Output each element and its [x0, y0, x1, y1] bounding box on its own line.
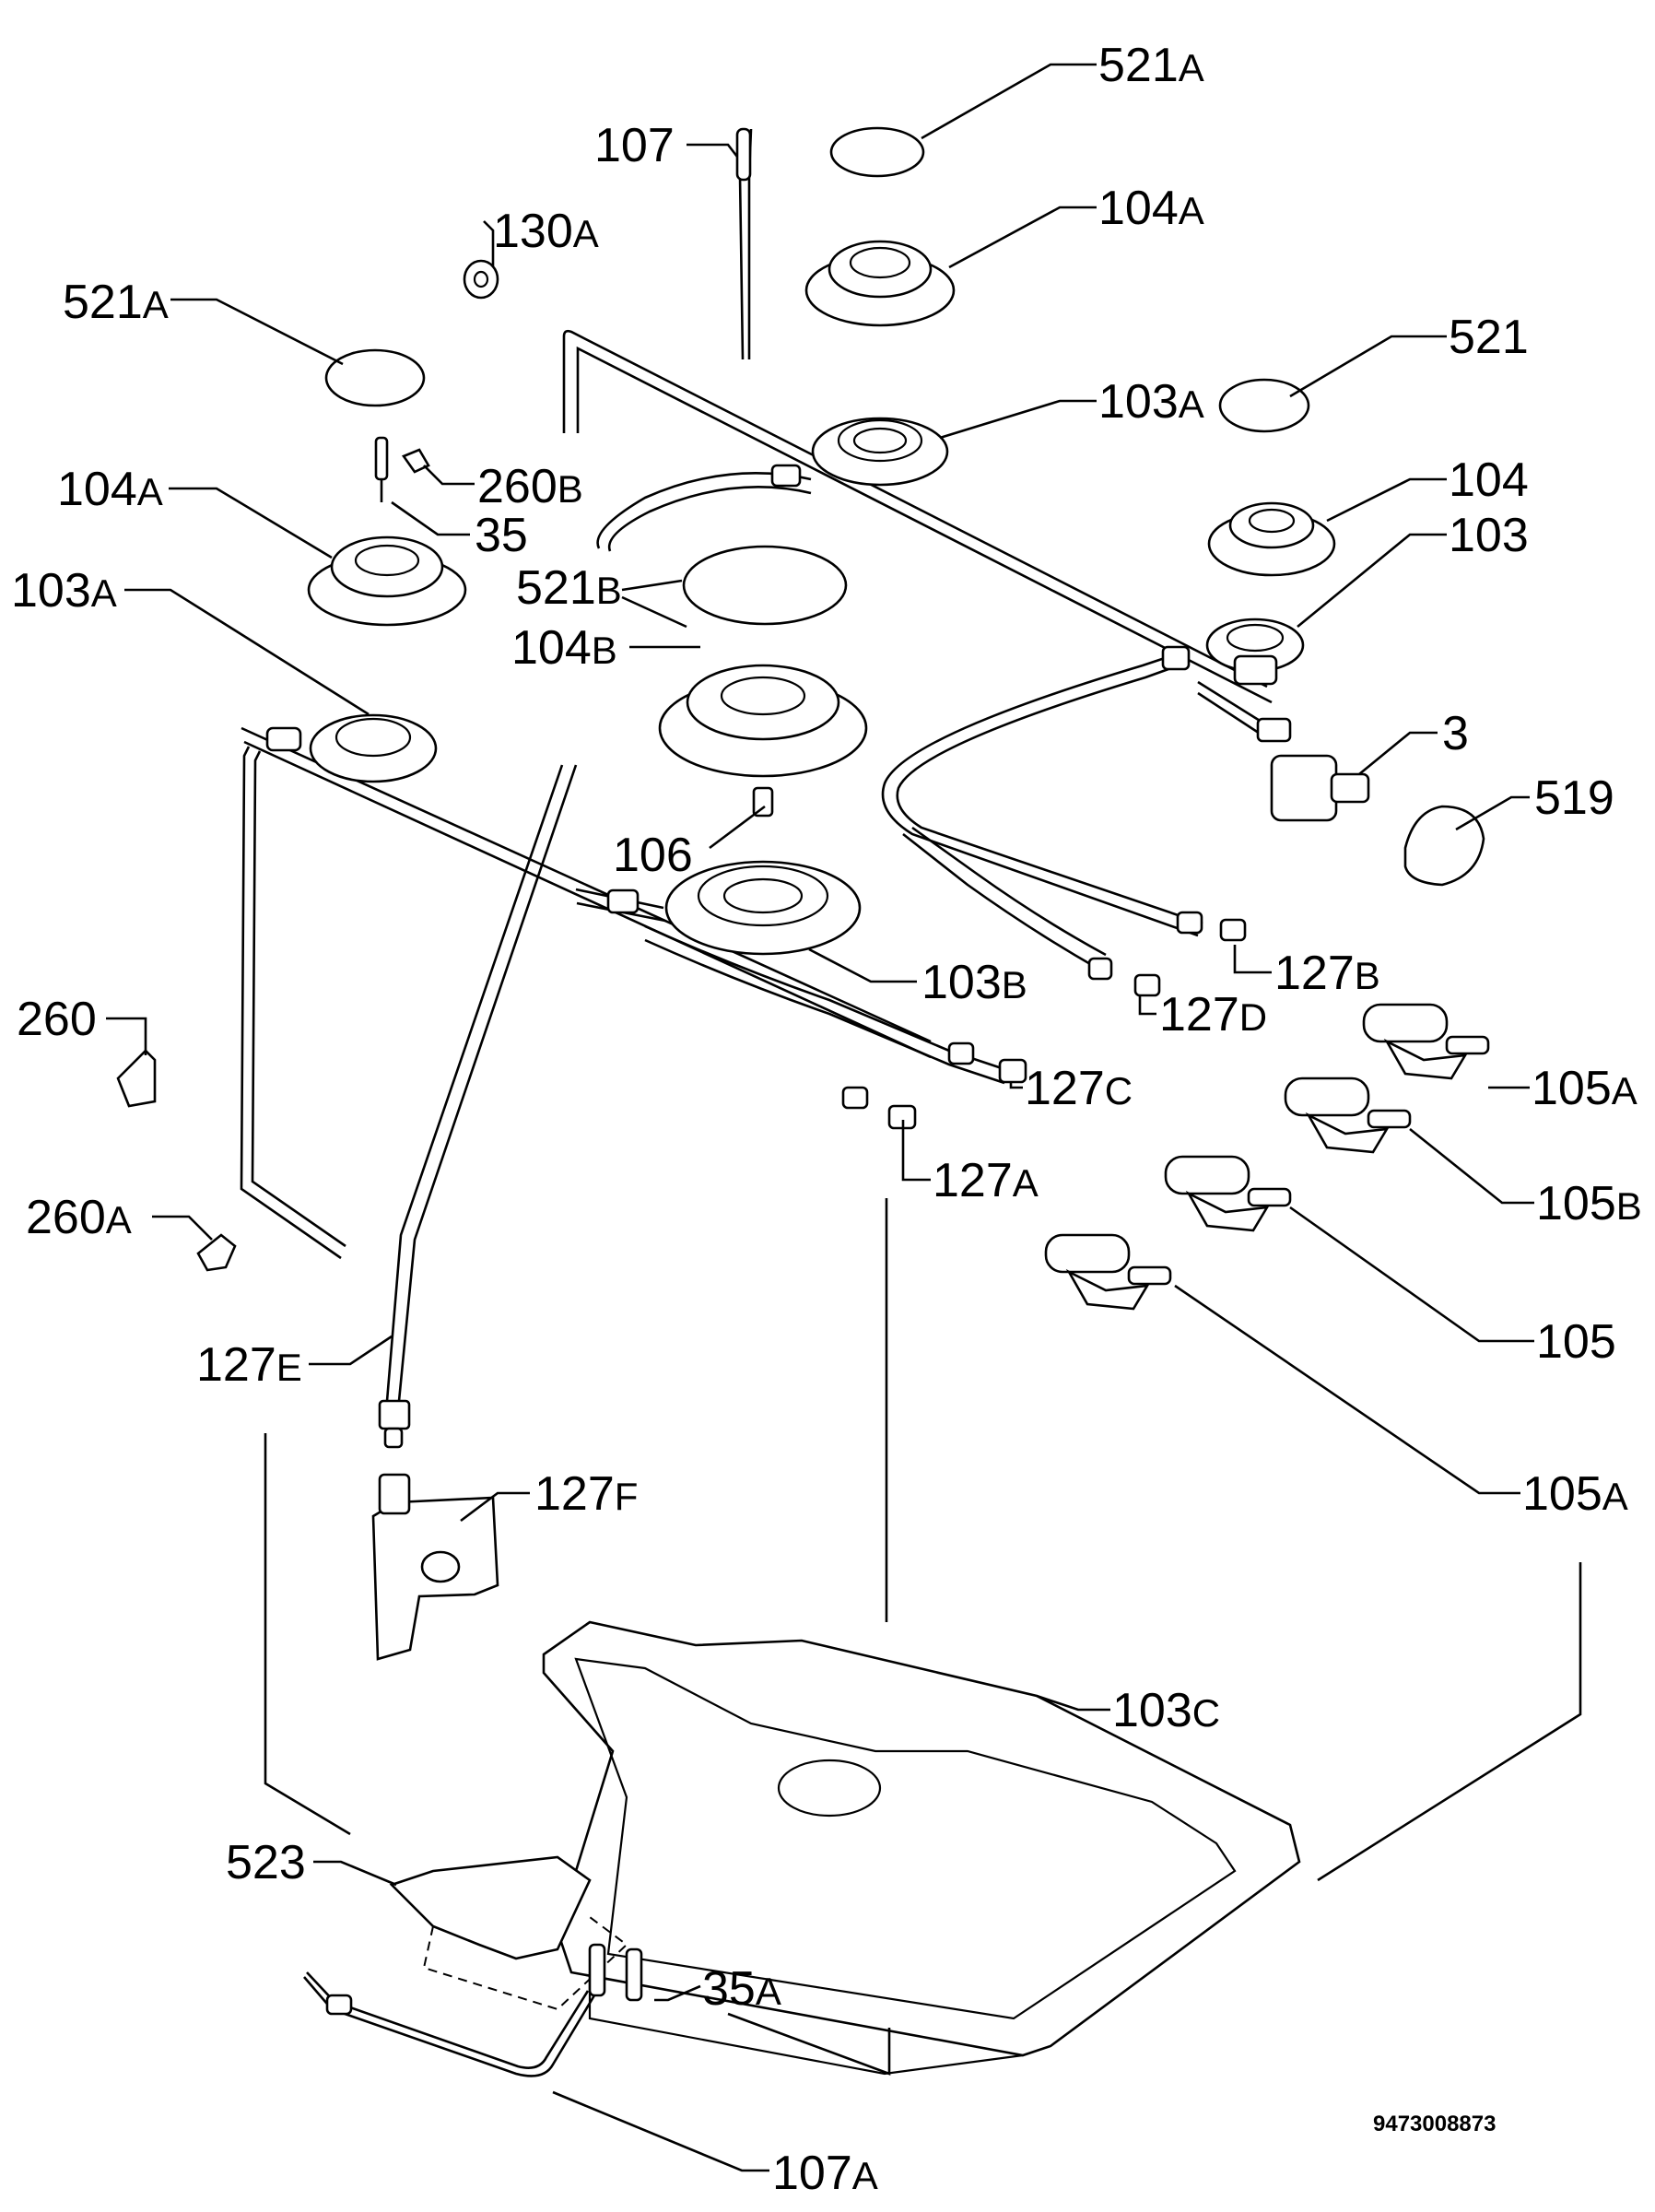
callout-103b: 103B	[921, 956, 1027, 1009]
clip-260a	[196, 1233, 237, 1272]
plate-519	[1403, 805, 1485, 887]
callout-105b: 105B	[1536, 1177, 1642, 1230]
gas-tap-105b	[1284, 1077, 1412, 1154]
callout-107: 107	[594, 119, 675, 172]
callout-105a-top: 105A	[1532, 1062, 1637, 1115]
callout-127a: 127A	[933, 1154, 1039, 1207]
callout-521a-left: 521A	[63, 276, 169, 329]
nut-130a	[463, 259, 499, 300]
drawing-number: 9473008873	[1373, 2112, 1496, 2136]
spark-plug-35	[374, 436, 430, 502]
cap-521a-left	[324, 348, 426, 407]
assembly-guide-lines	[264, 1198, 1582, 2076]
ignition-block-523	[389, 1855, 628, 2011]
thermocouple-107	[735, 127, 753, 360]
callout-104b: 104B	[511, 621, 617, 675]
bracket-127f	[371, 1473, 499, 1661]
thermocouple-107a	[303, 1971, 596, 2077]
callout-127b: 127B	[1274, 947, 1380, 1000]
callout-103c: 103C	[1112, 1684, 1220, 1737]
callout-130a: 130A	[493, 205, 599, 258]
parts-drawing	[116, 126, 1582, 2077]
leader-lines	[106, 63, 1534, 2172]
callout-35: 35	[475, 509, 528, 562]
safety-valve-3	[1197, 680, 1370, 822]
gas-tap-105	[1164, 1155, 1292, 1232]
callout-107a: 107A	[772, 2147, 878, 2200]
callout-127c: 127C	[1025, 1062, 1133, 1115]
callout-105a-bottom: 105A	[1522, 1467, 1628, 1521]
callout-3: 3	[1442, 707, 1469, 760]
callout-labels: 521A 107 104A 130A 521A 521 103A 260B 10…	[11, 39, 1642, 2200]
callout-103: 103	[1449, 509, 1529, 562]
callout-521: 521	[1449, 311, 1529, 364]
callout-103a-top: 103A	[1098, 375, 1204, 429]
callout-127f: 127F	[534, 1467, 638, 1521]
burner-right	[1205, 378, 1336, 686]
callout-260: 260	[17, 993, 97, 1046]
base-plate-103c	[542, 1620, 1301, 2076]
gas-pipe-127b-127d	[881, 645, 1247, 997]
callout-104: 104	[1449, 453, 1529, 507]
burner-left	[265, 535, 467, 783]
callout-104a-top: 104A	[1098, 182, 1204, 235]
callout-523: 523	[226, 1836, 306, 1889]
callout-105: 105	[1536, 1315, 1616, 1369]
spark-plug-35a	[588, 1943, 643, 2002]
burner-large-center	[575, 545, 868, 956]
callout-260b: 260B	[477, 460, 583, 513]
clip-260	[116, 1049, 157, 1108]
gas-tap-105a-upper	[1362, 1003, 1490, 1080]
gas-pipe-127a-127c	[240, 746, 1027, 1260]
callout-106: 106	[613, 829, 693, 882]
burner-top-center	[596, 126, 956, 552]
callout-127d: 127D	[1159, 988, 1267, 1041]
gas-tap-105a-lower	[1044, 1233, 1172, 1311]
callout-104a-left: 104A	[57, 463, 163, 516]
callout-260a: 260A	[26, 1191, 132, 1244]
callout-35a: 35A	[702, 1962, 781, 2016]
callout-103a-left: 103A	[11, 564, 117, 618]
gas-pipe-127e	[378, 764, 578, 1449]
callout-521b: 521B	[516, 561, 622, 615]
callout-127e: 127E	[196, 1338, 302, 1392]
callout-519: 519	[1534, 771, 1614, 825]
callout-521a-top: 521A	[1098, 39, 1204, 92]
